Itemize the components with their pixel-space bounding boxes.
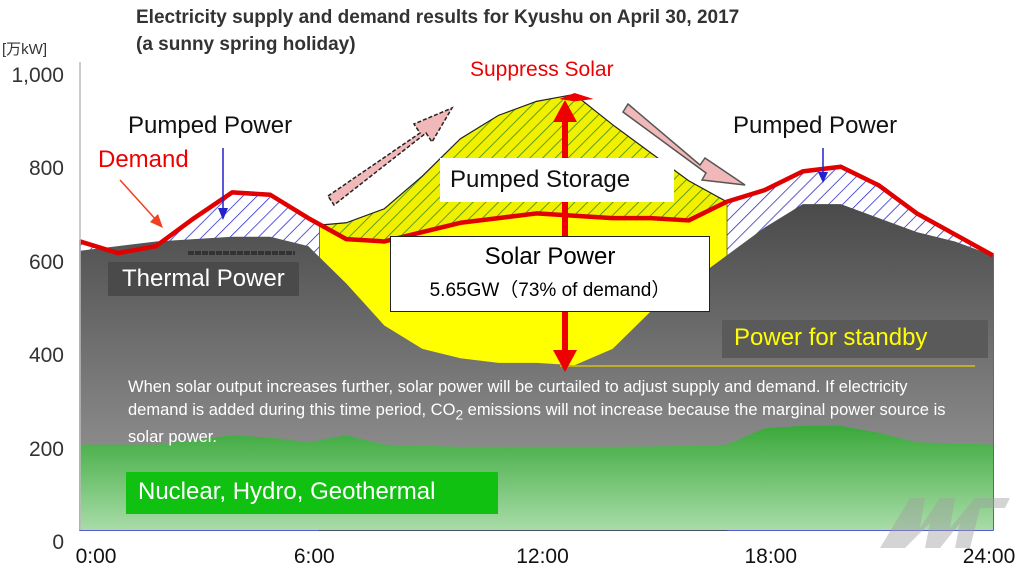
demand-label: Demand	[98, 146, 189, 173]
x-tick-label: 12:00	[516, 545, 569, 568]
arrow-down-icon	[553, 350, 577, 372]
note-text-2: emissions will not increase because the …	[128, 401, 946, 447]
thermal-power-label: Thermal Power	[108, 262, 299, 296]
x-tick-label: 0:00	[75, 545, 117, 568]
solar-power-value: 5.65GW（73% of demand）	[429, 280, 671, 301]
pumped-power-right-label: Pumped Power	[733, 112, 898, 139]
y-tick-label: 800	[28, 157, 64, 181]
x-tick-label: 6:00	[293, 545, 335, 568]
note-text-1: When solar output increases further, sol…	[128, 378, 908, 419]
solar-power-box: Solar Power 5.65GW（73% of demand）	[390, 236, 710, 312]
y-tick-label: 200	[28, 437, 64, 461]
y-tick-label: 0	[52, 531, 64, 554]
decrease-trend-arrow-icon	[621, 102, 746, 186]
pointer-arrow-icon	[818, 172, 828, 183]
x-tick-label: 18:00	[744, 545, 798, 568]
power-for-standby-label: Power for standby	[722, 320, 988, 358]
suppress-solar-cap	[559, 92, 594, 102]
title-line-2: (a sunny spring holiday)	[136, 34, 356, 55]
arrow-up-icon	[553, 100, 577, 122]
pointer-arrow-icon	[150, 214, 163, 228]
curtailment-note: When solar output increases further, sol…	[128, 376, 958, 449]
y-tick-label: 1,000	[11, 64, 64, 87]
x-tick-label: 24:00	[962, 545, 1016, 568]
title-line-1: Electricity supply and demand results fo…	[136, 7, 740, 28]
pumped-storage-label: Pumped Storage	[440, 158, 674, 202]
increase-trend-arrow-icon	[326, 106, 454, 207]
y-tick-label: 600	[28, 250, 64, 274]
y-tick-label: 400	[28, 344, 64, 368]
demand-pointer	[119, 179, 159, 223]
solar-power-label: Solar Power	[484, 243, 616, 270]
note-subscript: 2	[455, 407, 464, 423]
pumped-power-left-label: Pumped Power	[128, 112, 293, 139]
chart-title: Electricity supply and demand results fo…	[136, 4, 739, 58]
nuclear-hydro-geothermal-label: Nuclear, Hydro, Geothermal	[126, 472, 498, 514]
demand-line	[79, 164, 995, 258]
watermark-mf-icon	[880, 498, 1010, 548]
pointer-arrow-icon	[218, 208, 228, 220]
y-axis-unit: [万kW]	[2, 41, 47, 58]
suppress-solar-label: Suppress Solar	[470, 58, 614, 81]
